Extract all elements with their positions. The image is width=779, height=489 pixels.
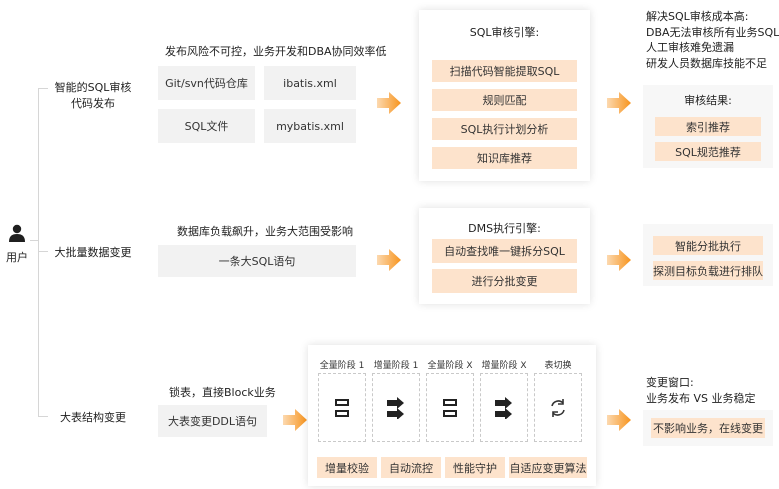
engine-item-knowledge: 知识库推荐: [432, 147, 577, 169]
source-ibatis: ibatis.xml: [264, 66, 356, 100]
stage-label-switch: 表切换: [544, 361, 572, 371]
row1-label-line1: 智能的SQL审核: [54, 81, 132, 94]
user-label: 用户: [6, 251, 28, 264]
orange-arrow-icon: [607, 409, 631, 431]
engine-title: SQL审核引擎:: [469, 26, 540, 39]
result-batch-exec: 智能分批执行: [653, 236, 763, 255]
stage-incr-x: [480, 373, 528, 442]
stage-label-full-1: 全量阶段 1: [319, 361, 365, 371]
row1-issue: 发布风险不可控，业务开发和DBA协同效率低: [165, 45, 387, 58]
window-title: 变更窗口:: [646, 376, 694, 389]
row3-issue: 锁表，直接Block业务: [169, 386, 276, 399]
stage-incr-1: [372, 373, 420, 442]
tree-line-row2: [38, 251, 48, 252]
ddl-change-engine: 全量阶段 1 增量阶段 1 全量阶段 X 增量阶段 X 表切换: [308, 345, 596, 486]
table-copy-icon: [443, 398, 457, 417]
benefit-item: 人工审核难免遗漏: [646, 41, 734, 54]
source-big-sql: 一条大SQL语句: [158, 245, 356, 277]
right-arrow-icon: [495, 396, 512, 419]
batch-result-panel: 智能分批执行 探测目标负载进行排队: [643, 224, 773, 286]
row1-label-line2: 代码发布: [71, 97, 115, 110]
engine-item-batch: 进行分批变更: [432, 269, 577, 293]
dms-engine: DMS执行引擎: 自动查找唯一键拆分SQL 进行分批变更: [419, 208, 590, 304]
engine-title: DMS执行引擎:: [468, 222, 541, 235]
result-load-queue: 探测目标负载进行排队: [653, 261, 763, 280]
row2-issue: 数据库负载飙升，业务大范围受影响: [177, 225, 353, 238]
user-icon: [9, 224, 25, 242]
tree-line-vertical: [38, 88, 39, 416]
audit-result-panel: 审核结果: 索引推荐 SQL规范推荐: [643, 85, 773, 168]
feature-adaptive-algo: 自适应变更算法: [509, 457, 587, 478]
orange-arrow-icon: [377, 249, 401, 271]
tree-line-row1: [38, 88, 48, 89]
row2-label: 大批量数据变更: [54, 246, 132, 259]
sql-audit-engine: SQL审核引擎: 扫描代码智能提取SQL 规则匹配 SQL执行计划分析 知识库推…: [419, 10, 590, 181]
orange-arrow-icon: [283, 409, 307, 431]
engine-item-rules: 规则匹配: [432, 89, 577, 111]
benefit-item: DBA无法审核所有业务SQL: [646, 25, 779, 39]
tree-line-row3: [38, 416, 48, 417]
orange-arrow-icon: [377, 92, 401, 114]
engine-item-split: 自动查找唯一键拆分SQL: [432, 239, 577, 263]
result-title: 审核结果:: [684, 94, 732, 107]
source-mybatis: mybatis.xml: [264, 109, 356, 143]
online-change-panel: 不影响业务，在线变更: [643, 410, 773, 446]
stage-switch: [534, 373, 582, 442]
stage-full-1: [318, 373, 366, 442]
source-git: Git/svn代码仓库: [158, 66, 255, 100]
benefit-title: 解决SQL审核成本高:: [646, 10, 749, 23]
right-arrow-icon: [387, 396, 404, 419]
tree-line-user: [30, 240, 38, 241]
feature-incr-check: 增量校验: [317, 457, 377, 478]
window-subtitle: 业务发布 VS 业务稳定: [646, 392, 756, 405]
source-ddl: 大表变更DDL语句: [158, 405, 267, 437]
table-copy-icon: [335, 398, 349, 417]
orange-arrow-icon: [607, 249, 631, 271]
result-online-change: 不影响业务，在线变更: [651, 418, 765, 438]
row1-benefits: 解决SQL审核成本高: DBA无法审核所有业务SQL 人工审核难免遗漏 研发人员…: [646, 9, 779, 71]
result-sql-spec: SQL规范推荐: [655, 142, 761, 161]
stage-label-full-x: 全量阶段 X: [427, 361, 473, 371]
user-block: 用户: [6, 224, 28, 268]
feature-perf-guard: 性能守护: [445, 457, 505, 478]
feature-auto-flow: 自动流控: [381, 457, 441, 478]
engine-item-plan: SQL执行计划分析: [432, 118, 577, 140]
stage-label-incr-1: 增量阶段 1: [373, 361, 419, 371]
row1-label: 智能的SQL审核 代码发布: [48, 80, 138, 112]
refresh-icon: [551, 398, 565, 417]
row3-label: 大表结构变更: [60, 411, 126, 424]
source-sql-file: SQL文件: [158, 109, 255, 143]
benefit-item: 研发人员数据库技能不足: [646, 56, 767, 70]
stage-full-x: [426, 373, 474, 442]
stage-label-incr-x: 增量阶段 X: [481, 361, 527, 371]
result-index: 索引推荐: [655, 117, 761, 136]
change-window-text: 变更窗口: 业务发布 VS 业务稳定: [646, 375, 756, 407]
engine-item-extract: 扫描代码智能提取SQL: [432, 60, 577, 82]
orange-arrow-icon: [607, 92, 631, 114]
